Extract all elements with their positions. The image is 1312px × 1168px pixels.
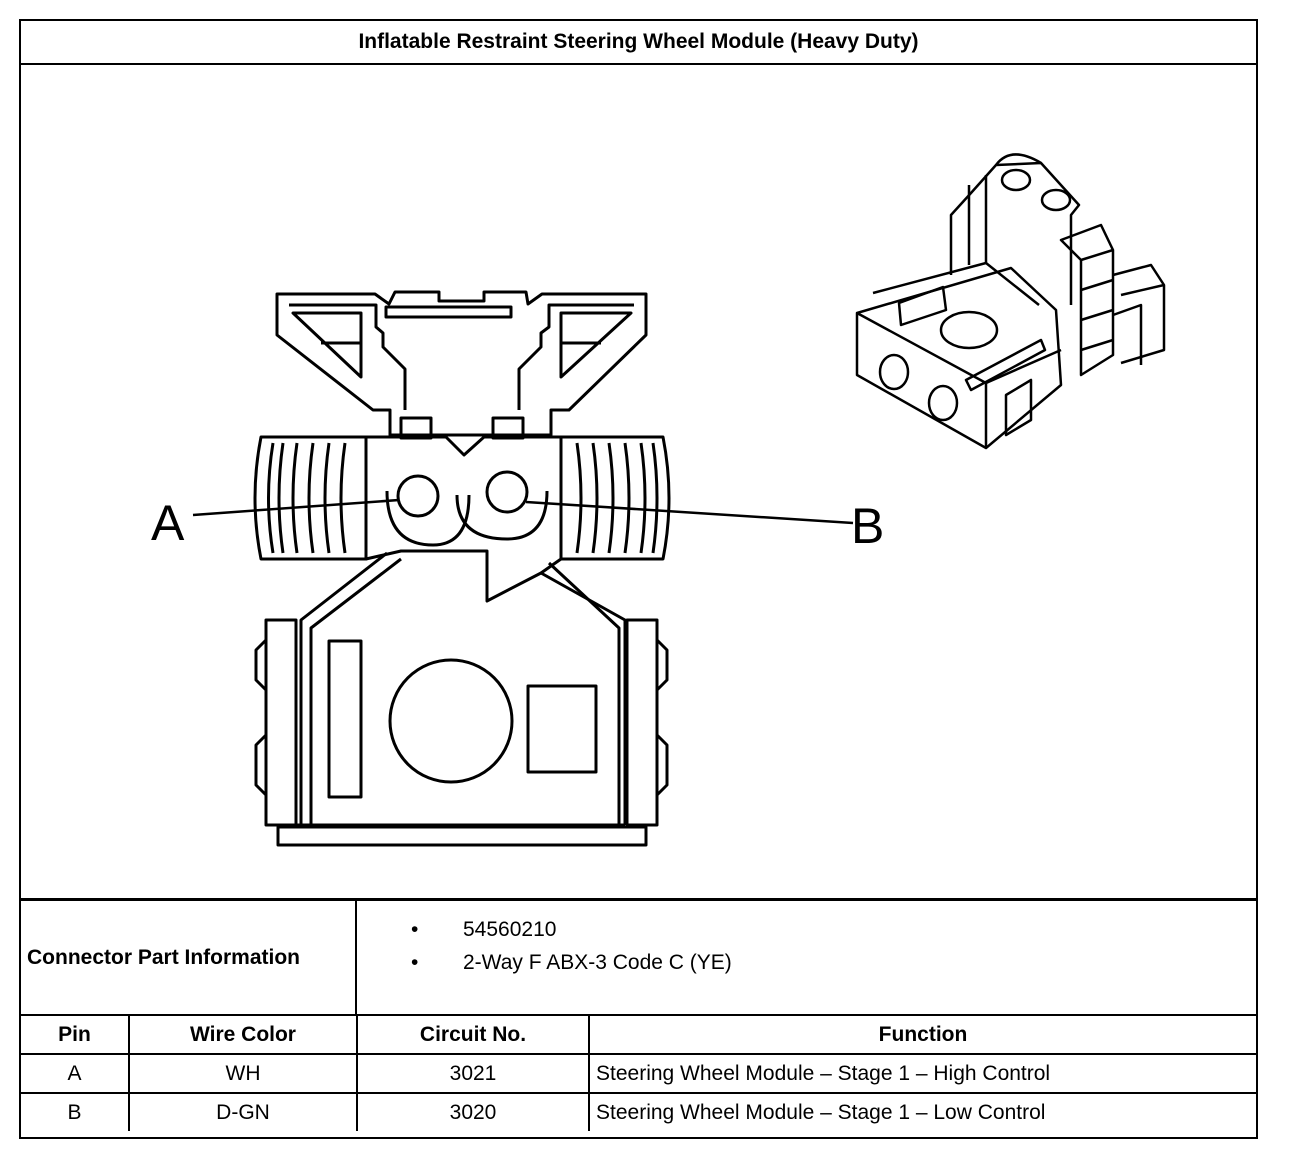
pin-table-header: Pin Wire Color Circuit No. Function xyxy=(21,1016,1256,1055)
connector-part-list: • 54560210 • 2-Way F ABX-3 Code C (YE) xyxy=(411,913,732,979)
part-number: 54560210 xyxy=(463,918,557,941)
pin-a-label: A xyxy=(151,495,185,551)
connector-part-info-label: Connector Part Information xyxy=(21,901,357,1014)
connector-part-info: Connector Part Information • 54560210 • … xyxy=(21,898,1256,1016)
pin-a-leader xyxy=(192,498,400,517)
part-number-item: • 54560210 xyxy=(411,913,732,946)
table-row: B D-GN 3020 Steering Wheel Module – Stag… xyxy=(21,1092,1256,1131)
pin-b-leader xyxy=(525,500,854,525)
wire-color-cell: D-GN xyxy=(128,1092,358,1131)
bullet-icon: • xyxy=(411,951,419,974)
function-cell: Steering Wheel Module – Stage 1 – Low Co… xyxy=(588,1092,1256,1131)
page-title: Inflatable Restraint Steering Wheel Modu… xyxy=(21,21,1256,65)
pin-b-label: B xyxy=(851,498,884,554)
circuit-cell: 3021 xyxy=(356,1053,590,1094)
connector-front-view xyxy=(253,290,671,847)
connector-isometric-view xyxy=(855,153,1166,450)
header-pin: Pin xyxy=(21,1016,130,1055)
pin-cell: B xyxy=(21,1092,130,1131)
pin-cell: A xyxy=(21,1053,130,1094)
function-cell: Steering Wheel Module – Stage 1 – High C… xyxy=(588,1053,1256,1094)
pinout-sheet: Inflatable Restraint Steering Wheel Modu… xyxy=(19,19,1258,1139)
table-row: A WH 3021 Steering Wheel Module – Stage … xyxy=(21,1053,1256,1094)
connector-type-item: • 2-Way F ABX-3 Code C (YE) xyxy=(411,946,732,979)
header-function: Function xyxy=(588,1016,1256,1055)
header-circuit-no: Circuit No. xyxy=(356,1016,590,1055)
connector-diagram: A B xyxy=(21,65,1256,898)
circuit-cell: 3020 xyxy=(356,1092,590,1131)
header-wire-color: Wire Color xyxy=(128,1016,358,1055)
wire-color-cell: WH xyxy=(128,1053,358,1094)
connector-drawing: A B xyxy=(151,153,1166,847)
connector-type: 2-Way F ABX-3 Code C (YE) xyxy=(463,951,732,974)
bullet-icon: • xyxy=(411,918,419,941)
pin-table: Pin Wire Color Circuit No. Function A WH… xyxy=(21,1016,1256,1131)
